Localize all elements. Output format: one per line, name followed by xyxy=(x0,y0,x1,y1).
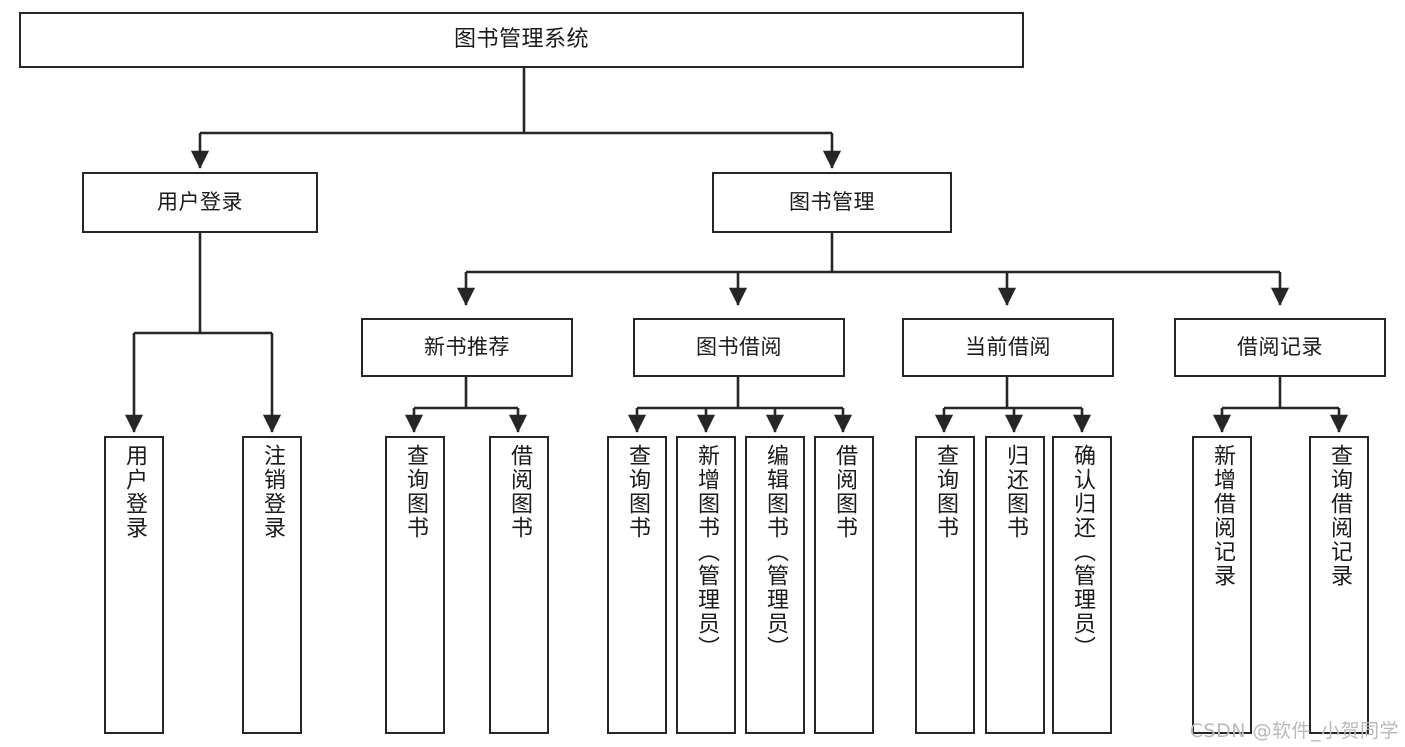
node-leaf-label: 查询图书 xyxy=(403,444,428,540)
node-root-label: 图书管理系统 xyxy=(453,27,589,53)
node-user-login[interactable]: 用户登录 xyxy=(82,172,318,233)
node-current-borrow-label: 当前借阅 xyxy=(965,335,1051,360)
node-leaf-current-query[interactable]: 查询图书 xyxy=(915,436,975,734)
node-leaf-label: 查询借阅记录 xyxy=(1327,444,1352,588)
node-leaf-borrow-edit-book[interactable]: 编辑图书（管理员） xyxy=(745,436,805,734)
node-leaf-label: 注销登录 xyxy=(260,444,285,540)
node-book-manage-label: 图书管理 xyxy=(789,190,875,215)
node-leaf-record-query[interactable]: 查询借阅记录 xyxy=(1309,436,1369,734)
node-leaf-borrow-query[interactable]: 查询图书 xyxy=(607,436,667,734)
node-leaf-label: 用户登录 xyxy=(122,444,147,540)
node-leaf-record-add[interactable]: 新增借阅记录 xyxy=(1192,436,1252,734)
node-leaf-borrow-add-book[interactable]: 新增图书（管理员） xyxy=(676,436,736,734)
node-user-login-label: 用户登录 xyxy=(157,190,243,215)
node-book-borrow[interactable]: 图书借阅 xyxy=(633,318,845,377)
node-leaf-current-return[interactable]: 归还图书 xyxy=(985,436,1045,734)
node-leaf-label: 借阅图书 xyxy=(507,444,532,540)
node-leaf-label: 查询图书 xyxy=(933,444,958,540)
node-leaf-label: 查询图书 xyxy=(625,444,650,540)
watermark: CSDN @软件_小贺同学 xyxy=(1189,720,1399,742)
node-leaf-label: 借阅图书 xyxy=(832,444,857,540)
node-leaf-current-confirm-return[interactable]: 确认归还（管理员） xyxy=(1052,436,1112,734)
node-root[interactable]: 图书管理系统 xyxy=(19,12,1024,68)
node-book-manage[interactable]: 图书管理 xyxy=(712,172,952,233)
node-leaf-label: 新增借阅记录 xyxy=(1210,444,1235,588)
node-leaf-user-login-login[interactable]: 用户登录 xyxy=(104,436,164,734)
node-new-book-recommend[interactable]: 新书推荐 xyxy=(361,318,573,377)
node-leaf-borrow-borrow-book[interactable]: 借阅图书 xyxy=(814,436,874,734)
node-leaf-new-book-query[interactable]: 查询图书 xyxy=(385,436,445,734)
node-leaf-new-book-borrow[interactable]: 借阅图书 xyxy=(489,436,549,734)
node-leaf-label: 确认归还（管理员） xyxy=(1070,444,1095,660)
node-new-book-recommend-label: 新书推荐 xyxy=(424,335,510,360)
node-leaf-label: 编辑图书（管理员） xyxy=(763,444,788,660)
node-leaf-label: 新增图书（管理员） xyxy=(694,444,719,660)
node-book-borrow-label: 图书借阅 xyxy=(696,335,782,360)
node-borrow-record-label: 借阅记录 xyxy=(1237,335,1323,360)
node-borrow-record[interactable]: 借阅记录 xyxy=(1174,318,1386,377)
node-current-borrow[interactable]: 当前借阅 xyxy=(902,318,1114,377)
node-leaf-label: 归还图书 xyxy=(1003,444,1028,540)
node-leaf-user-login-logout[interactable]: 注销登录 xyxy=(242,436,302,734)
